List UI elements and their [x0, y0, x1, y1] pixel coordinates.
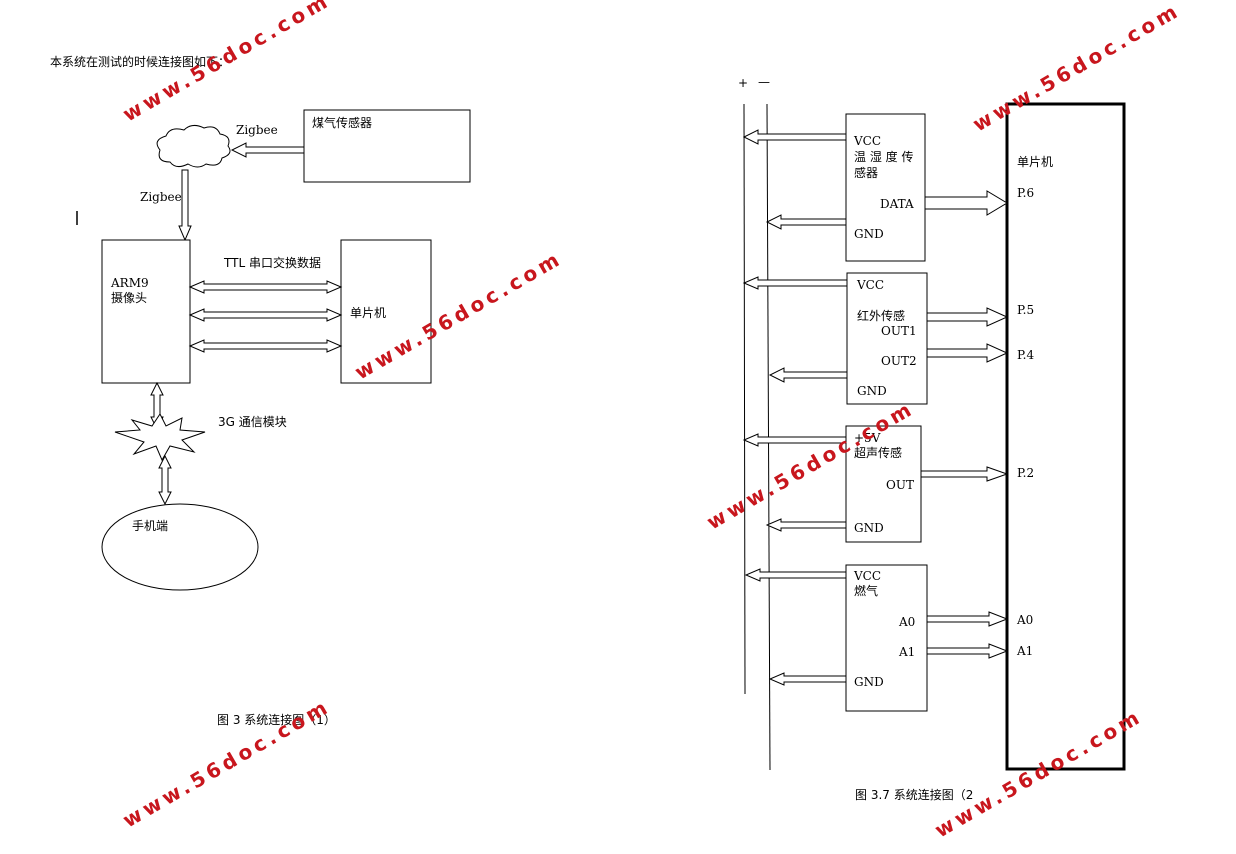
gas-a0: A0 [898, 615, 915, 629]
ultra-out: OUT [886, 478, 914, 492]
ir-sensor-box [846, 272, 928, 405]
camera-label: 摄像头 [111, 290, 147, 305]
temp-sensor-box [845, 113, 926, 262]
pin-p2: P.2 [1017, 466, 1034, 480]
arrow-ir-out2 [926, 343, 1009, 363]
ir-out2: OUT2 [881, 354, 917, 368]
ir-sensor: VCC 红外传感 OUT1 OUT2 GND [742, 272, 1009, 405]
mcu-box-1 [340, 239, 432, 384]
phone-ellipse [101, 503, 259, 591]
ultra-sensor-box [845, 425, 922, 543]
ultra-vcc: +5V [854, 431, 881, 445]
temp-data: DATA [880, 197, 914, 211]
caption-2: 图 3.7 系统连接图（2 [855, 787, 973, 802]
ultra-name: 超声传感 [854, 445, 902, 460]
arrow-temp-vcc [742, 129, 847, 145]
caption-1: 图 3 系统连接图（1） [217, 712, 336, 727]
gas-sensor-box [303, 109, 471, 183]
ttl-label: TTL 串口交换数据 [223, 255, 321, 270]
ir-name: 红外传感 [857, 308, 905, 323]
arm9-label: ARM9 [110, 276, 149, 290]
ultrasonic-sensor: +5V 超声传感 OUT GND [742, 425, 1009, 543]
zigbee-cloud-icon [156, 124, 231, 168]
gas-sensor-2: VCC 燃气 A0 A1 GND [744, 564, 1009, 712]
pin-p5: P.5 [1017, 303, 1034, 317]
module-3g-label: 3G 通信模块 [218, 415, 287, 429]
intro-text: 本系统在测试的时候连接图如下： [50, 54, 230, 69]
ir-out1: OUT1 [881, 324, 917, 338]
arrow-ultra-out [920, 466, 1009, 482]
pin-a1: A1 [1016, 644, 1033, 658]
arrow-cloud-to-arm9 [178, 169, 192, 242]
arrow-ir-out1 [926, 307, 1009, 327]
arrow-ultra-gnd [765, 518, 847, 532]
diagram-2: + — 单片机 P.6 P.5 P.4 P.2 A0 A1 VCC 温 湿 度 … [738, 75, 1126, 802]
arrow-ir-gnd [768, 367, 848, 383]
arrow-ir-vcc [742, 276, 848, 290]
bidirectional-arrow-1 [188, 280, 343, 294]
starburst-3g-icon [114, 413, 206, 462]
gas-sensor-label: 煤气传感器 [312, 115, 372, 130]
gas-name: 燃气 [854, 583, 878, 598]
zigbee-label-top: Zigbee [236, 123, 278, 137]
arrow-gas-to-cloud [230, 142, 305, 158]
pin-p4: P.4 [1017, 348, 1034, 362]
mcu-label-1: 单片机 [350, 306, 386, 320]
arrow-gas-vcc [744, 568, 847, 582]
gas-gnd: GND [854, 675, 884, 689]
temp-vcc: VCC [853, 134, 881, 148]
bidirectional-arrow-2 [188, 308, 343, 322]
arrow-ultra-vcc [742, 433, 847, 447]
diagram-1: Zigbee Zigbee 煤气传感器 ARM9 摄像头 单片机 TTL 串口交… [76, 109, 471, 727]
temp-name-2: 感器 [854, 165, 878, 180]
ir-gnd: GND [857, 384, 887, 398]
bidirectional-arrow-3 [188, 339, 343, 353]
arrow-gas-a0 [926, 611, 1009, 627]
ttl-bidirectional-arrows [188, 280, 343, 353]
temp-name-1: 温 湿 度 传 [854, 149, 913, 164]
zigbee-label-left: Zigbee [140, 190, 182, 204]
arrow-gas-a1 [926, 643, 1009, 659]
mcu-box-2 [1005, 102, 1126, 771]
gas-a1: A1 [898, 645, 915, 659]
arrow-3g-phone [158, 454, 172, 506]
pin-p6: P.6 [1017, 186, 1034, 200]
power-rail-plus [743, 103, 746, 695]
temp-humidity-sensor: VCC 温 湿 度 传 感器 DATA GND [742, 113, 1008, 262]
mcu-title-2: 单片机 [1017, 155, 1053, 169]
phone-label: 手机端 [132, 519, 168, 533]
gas-sensor-box-2 [845, 564, 928, 712]
gas-vcc: VCC [853, 569, 881, 583]
arrow-temp-gnd [765, 214, 847, 230]
ultra-gnd: GND [854, 521, 884, 535]
ir-vcc: VCC [856, 278, 884, 292]
arm9-camera-box [101, 239, 191, 384]
arrow-gas-gnd [768, 672, 847, 686]
rail-minus-label: — [758, 75, 770, 89]
rail-plus-label: + [738, 76, 748, 90]
temp-gnd: GND [854, 227, 884, 241]
pin-a0: A0 [1016, 613, 1033, 627]
arrow-temp-data [924, 190, 1008, 216]
